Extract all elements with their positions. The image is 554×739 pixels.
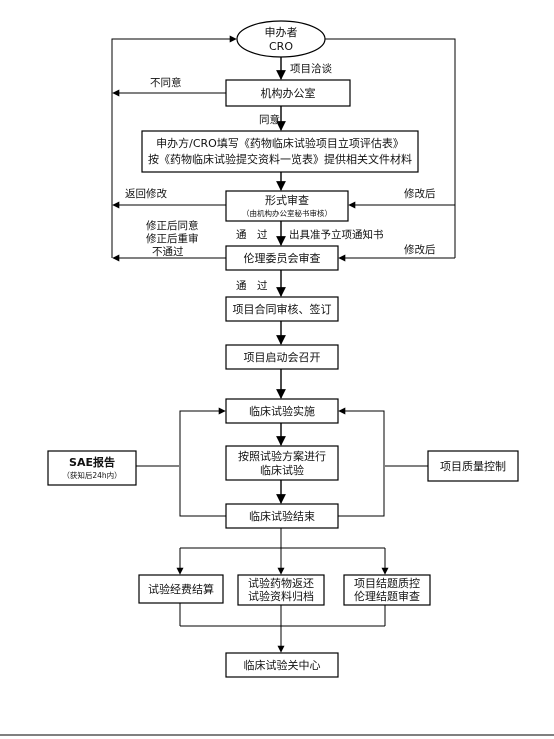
- node-closing-qc-line1: 项目结题质控: [354, 576, 420, 590]
- edge-left-loop-impl: [179, 407, 226, 517]
- node-drug-return-line1: 试验药物返还: [248, 576, 314, 590]
- label-agree: 同意: [259, 113, 280, 126]
- node-ethics-review: 伦理委员会审查: [225, 245, 339, 271]
- node-sae-sub: （获知后24h内）: [62, 470, 121, 480]
- node-closing-qc: 项目结题质控 伦理结题审查: [343, 574, 431, 606]
- node-contract: 项目合同审核、签订: [225, 296, 339, 322]
- node-office: 机构办公室: [225, 79, 351, 107]
- node-fill-forms-line2: 按《药物临床试验提交资料一览表》提供相关文件材料: [148, 152, 412, 166]
- edge-right-loop: [325, 38, 456, 258]
- node-sponsor: 申办者 CRO: [236, 20, 326, 58]
- label-disagree: 不同意: [150, 76, 182, 89]
- node-office-label: 机构办公室: [261, 86, 316, 100]
- label-pass-2: 通 过: [236, 279, 268, 292]
- label-after-revise-1: 修改后: [404, 187, 436, 200]
- node-sae: SAE报告 （获知后24h内）: [47, 450, 137, 486]
- node-drug-return: 试验药物返还 试验资料归档: [237, 574, 325, 606]
- node-per-protocol-line2: 临床试验: [260, 463, 304, 477]
- node-implementation: 临床试验实施: [225, 398, 339, 424]
- edge-left-loop-to-sponsor: [111, 35, 237, 258]
- label-issue-notice: 出具准予立项通知书: [289, 228, 384, 241]
- node-closing-qc-line2: 伦理结题审查: [354, 589, 420, 603]
- edge-right-loop-impl: [338, 407, 385, 517]
- node-kickoff-label: 项目启动会召开: [244, 351, 321, 364]
- label-project-negotiation: 项目洽谈: [290, 62, 332, 75]
- label-after-revise-2: 修改后: [404, 243, 436, 256]
- node-fill-forms: 申办方/CRO填写《药物临床试验项目立项评估表》 按《药物临床试验提交资料一览表…: [141, 130, 419, 173]
- node-trial-end-label: 临床试验结束: [249, 509, 315, 523]
- node-drug-return-line2: 试验资料归档: [248, 589, 314, 603]
- label-not-pass: 不通过: [152, 245, 184, 258]
- node-quality-control-label: 项目质量控制: [440, 459, 506, 473]
- node-ethics-review-label: 伦理委员会审查: [244, 251, 321, 265]
- label-return-revise: 返回修改: [125, 187, 167, 200]
- label-revise-rereview: 修正后重审: [146, 232, 199, 245]
- node-sponsor-line1: 申办者: [265, 26, 298, 39]
- label-revise-agree: 修正后同意: [146, 219, 199, 232]
- node-close-center-label: 临床试验关中心: [244, 658, 321, 672]
- node-fill-forms-line1: 申办方/CRO填写《药物临床试验项目立项评估表》: [156, 136, 404, 150]
- node-formal-review: 形式审查 （由机构办公室秘书审核）: [225, 190, 349, 222]
- node-contract-label: 项目合同审核、签订: [233, 302, 332, 316]
- node-fee-settlement: 试验经费结算: [138, 574, 224, 604]
- node-per-protocol: 按照试验方案进行 临床试验: [225, 445, 339, 481]
- node-close-center: 临床试验关中心: [225, 652, 339, 678]
- node-implementation-label: 临床试验实施: [249, 404, 315, 418]
- node-fee-settlement-label: 试验经费结算: [148, 582, 214, 596]
- node-formal-review-sub: （由机构办公室秘书审核）: [242, 208, 332, 218]
- node-per-protocol-line1: 按照试验方案进行: [238, 449, 326, 463]
- node-formal-review-title: 形式审查: [265, 193, 309, 207]
- label-pass-1: 通 过: [236, 228, 268, 241]
- node-kickoff: 项目启动会召开: [225, 344, 339, 370]
- node-sponsor-line2: CRO: [269, 40, 293, 53]
- node-sae-title: SAE报告: [69, 455, 115, 469]
- node-quality-control: 项目质量控制: [427, 450, 519, 482]
- node-trial-end: 临床试验结束: [225, 503, 339, 529]
